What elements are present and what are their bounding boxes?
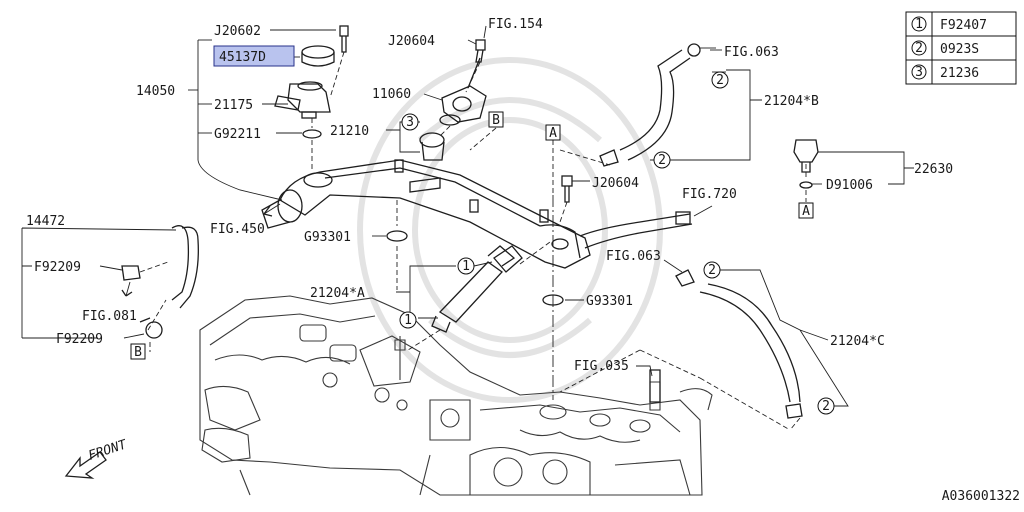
label-g92211[interactable]: G92211	[214, 127, 261, 142]
svg-text:2: 2	[822, 399, 830, 414]
front-arrow	[64, 451, 107, 479]
label-21204b[interactable]: 21204*B	[764, 94, 819, 109]
svg-text:F92407: F92407	[940, 18, 987, 33]
thermostat-21210	[419, 114, 461, 161]
svg-text:B: B	[492, 113, 500, 128]
label-fig154[interactable]: FIG.154	[488, 17, 543, 32]
legend-table: 1 F92407 2 0923S 3 21236	[905, 11, 1017, 85]
hose-14472	[121, 225, 199, 339]
fig035-stud	[649, 369, 661, 403]
label-21204a[interactable]: 21204*A	[310, 286, 365, 301]
filler-cap-45137d	[301, 45, 335, 67]
label-45137d[interactable]: 45137D	[219, 50, 266, 65]
label-21210[interactable]: 21210	[330, 124, 369, 139]
label-14472[interactable]: 14472	[26, 214, 65, 229]
svg-text:1: 1	[404, 313, 412, 328]
callout-2-hose-b-top[interactable]: 2	[711, 71, 729, 89]
callout-2-hose-b-bottom[interactable]: 2	[653, 151, 671, 169]
label-14050[interactable]: 14050	[136, 84, 175, 99]
label-21175[interactable]: 21175	[214, 98, 253, 113]
svg-text:2: 2	[708, 263, 716, 278]
svg-text:3: 3	[915, 65, 923, 80]
label-22630[interactable]: 22630	[914, 162, 953, 177]
label-j20602[interactable]: J20602	[214, 24, 261, 39]
svg-text:0923S: 0923S	[940, 42, 979, 57]
label-f92209-bottom[interactable]: F92209	[56, 332, 103, 347]
label-11060[interactable]: 11060	[372, 87, 411, 102]
legend-row: 2 0923S	[911, 40, 979, 57]
leader-lines	[21, 25, 914, 431]
pipe-21204a	[431, 245, 523, 333]
svg-text:3: 3	[406, 115, 414, 130]
gasket-g92211	[302, 129, 322, 139]
legend-row: 1 F92407	[911, 16, 987, 33]
svg-text:A: A	[802, 204, 810, 219]
label-g93301-left[interactable]: G93301	[304, 230, 351, 245]
bolt-j20604-mid	[561, 175, 573, 203]
callout-3-thermostat[interactable]: 3	[401, 113, 419, 131]
engine-block	[199, 295, 713, 496]
water-outlet-21175	[274, 81, 331, 119]
bolt-j20604-top	[475, 39, 486, 63]
svg-text:1: 1	[462, 259, 470, 274]
legend-row: 3 21236	[911, 64, 979, 81]
label-f92209-top[interactable]: F92209	[34, 260, 81, 275]
label-fig063-top[interactable]: FIG.063	[724, 45, 779, 60]
svg-text:2: 2	[716, 73, 724, 88]
label-j20604-mid[interactable]: J20604	[592, 176, 639, 191]
callout-2-hose-c-bottom[interactable]: 2	[817, 397, 835, 415]
svg-text:2: 2	[915, 41, 923, 56]
label-front: FRONT	[87, 437, 130, 464]
ref-box-b-left[interactable]: B	[130, 343, 146, 360]
callout-2-hose-c-top[interactable]: 2	[703, 261, 721, 279]
ref-box-b-top[interactable]: B	[488, 111, 504, 128]
hose-21204c	[675, 269, 803, 419]
svg-text:A: A	[549, 126, 557, 141]
callout-1-pipe-a-bottom[interactable]: 1	[399, 311, 417, 329]
ref-box-a-right[interactable]: A	[798, 202, 814, 219]
label-j20604-top[interactable]: J20604	[388, 34, 435, 49]
svg-text:21236: 21236	[940, 66, 979, 81]
label-d91006[interactable]: D91006	[826, 178, 873, 193]
svg-text:1: 1	[915, 17, 923, 32]
highlight-45137d	[213, 45, 295, 67]
thermostat-cover-11060	[441, 57, 487, 123]
label-fig035[interactable]: FIG.035	[574, 359, 629, 374]
ref-box-a-top[interactable]: A	[545, 124, 561, 141]
svg-text:2: 2	[658, 153, 666, 168]
callout-1-pipe-a-top[interactable]: 1	[457, 257, 475, 275]
label-fig063-mid[interactable]: FIG.063	[606, 249, 661, 264]
svg-text:B: B	[134, 345, 142, 360]
diagram-id: A036001322	[942, 489, 1020, 504]
label-g93301-mid[interactable]: G93301	[586, 294, 633, 309]
bolt-j20602	[339, 25, 349, 53]
label-fig450[interactable]: FIG.450	[210, 222, 265, 237]
label-21204c[interactable]: 21204*C	[830, 334, 885, 349]
label-fig081[interactable]: FIG.081	[82, 309, 137, 324]
label-fig720[interactable]: FIG.720	[682, 187, 737, 202]
water-pipe-assembly	[261, 159, 693, 269]
gasket-g93301-left	[386, 230, 408, 242]
